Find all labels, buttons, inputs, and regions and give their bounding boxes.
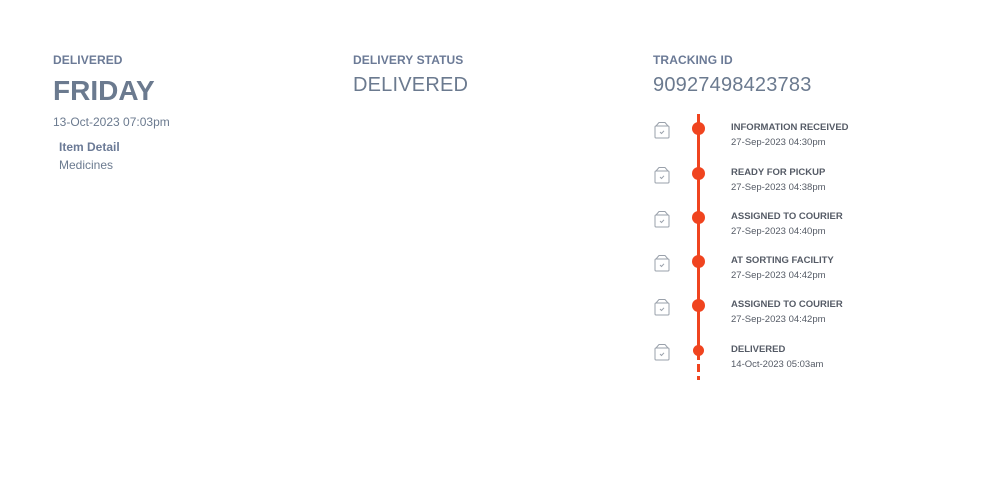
package-check-icon	[653, 210, 671, 228]
timeline-event-time: 27-Sep-2023 04:38pm	[731, 182, 826, 193]
timeline-event-title: ASSIGNED TO COURIER	[731, 211, 843, 222]
timeline-dot	[693, 345, 704, 356]
package-check-icon	[653, 121, 671, 139]
timeline-event-title: READY FOR PICKUP	[731, 167, 826, 178]
timeline-event-time: 27-Sep-2023 04:42pm	[731, 314, 826, 325]
timeline-event-title: DELIVERED	[731, 344, 786, 355]
item-detail-value: Medicines	[59, 158, 114, 172]
tracking-timeline: INFORMATION RECEIVED 27-Sep-2023 04:30pm…	[653, 114, 973, 382]
timeline-event: INFORMATION RECEIVED 27-Sep-2023 04:30pm	[653, 114, 973, 154]
tracking-id-value: 90927498423783	[653, 74, 812, 96]
delivery-status-section: DELIVERY STATUS DELIVERED	[353, 52, 468, 97]
timeline-line	[697, 114, 700, 340]
timeline-dot	[692, 255, 705, 268]
tracking-id-label: TRACKING ID	[653, 53, 733, 67]
timeline-event-text: ASSIGNED TO COURIER 27-Sep-2023 04:40pm	[731, 210, 843, 238]
timeline-dot	[692, 211, 705, 224]
timeline-dot	[692, 299, 705, 312]
package-check-icon	[653, 343, 671, 361]
timeline-event: READY FOR PICKUP 27-Sep-2023 04:38pm	[653, 159, 973, 199]
package-check-icon	[653, 254, 671, 272]
timeline-event-title: AT SORTING FACILITY	[731, 255, 834, 266]
item-detail: Item Detail Medicines	[59, 139, 170, 173]
timeline-event-time: 27-Sep-2023 04:42pm	[731, 270, 826, 281]
package-check-icon	[653, 166, 671, 184]
timeline-event-text: AT SORTING FACILITY 27-Sep-2023 04:42pm	[731, 254, 834, 282]
timeline-event-time: 14-Oct-2023 05:03am	[731, 359, 824, 370]
timeline-event: ASSIGNED TO COURIER 27-Sep-2023 04:42pm	[653, 291, 973, 331]
timeline-dot	[692, 122, 705, 135]
timeline-event-title: INFORMATION RECEIVED	[731, 122, 849, 133]
timeline-event: DELIVERED 14-Oct-2023 05:03am	[653, 336, 973, 376]
timeline-event: AT SORTING FACILITY 27-Sep-2023 04:42pm	[653, 247, 973, 287]
timeline-event-text: ASSIGNED TO COURIER 27-Sep-2023 04:42pm	[731, 298, 843, 326]
timeline-event-text: READY FOR PICKUP 27-Sep-2023 04:38pm	[731, 166, 826, 194]
timeline-event-title: ASSIGNED TO COURIER	[731, 299, 843, 310]
timeline-event-time: 27-Sep-2023 04:30pm	[731, 137, 826, 148]
delivery-status-label: DELIVERY STATUS	[353, 53, 464, 67]
delivered-datetime: 13-Oct-2023 07:03pm	[53, 115, 170, 129]
tracking-section: TRACKING ID 90927498423783 INFORMATION R…	[653, 52, 973, 380]
delivery-status-value: DELIVERED	[353, 74, 469, 96]
timeline-event-time: 27-Sep-2023 04:40pm	[731, 226, 826, 237]
timeline-event: ASSIGNED TO COURIER 27-Sep-2023 04:40pm	[653, 203, 973, 243]
package-check-icon	[653, 298, 671, 316]
delivered-label: DELIVERED	[53, 53, 123, 67]
timeline-dot	[692, 167, 705, 180]
delivered-section: DELIVERED FRIDAY 13-Oct-2023 07:03pm Ite…	[53, 52, 170, 173]
timeline-event-text: INFORMATION RECEIVED 27-Sep-2023 04:30pm	[731, 121, 849, 149]
timeline-event-text: DELIVERED 14-Oct-2023 05:03am	[731, 343, 823, 371]
timeline-line-end	[697, 340, 700, 380]
item-detail-title: Item Detail	[59, 140, 120, 154]
delivered-day: FRIDAY	[53, 75, 155, 106]
